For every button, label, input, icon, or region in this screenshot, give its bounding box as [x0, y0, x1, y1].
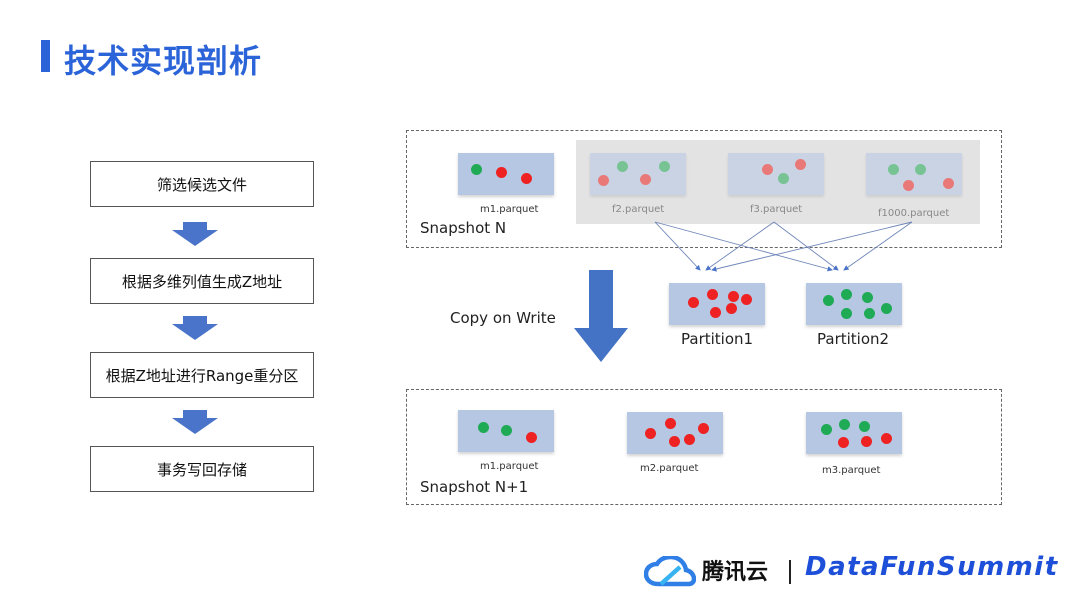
down-arrow-icon: [172, 410, 218, 434]
big-down-arrow-icon: [574, 270, 628, 362]
file-name: m1.parquet: [480, 461, 539, 472]
red-dot: [710, 307, 721, 318]
green-dot: [841, 289, 852, 300]
red-dot: [526, 432, 537, 443]
tencent-cloud-wordmark: 腾讯云: [702, 560, 769, 585]
datafun-summit-logo: DataFunSummit: [805, 552, 1059, 582]
green-dot: [841, 308, 852, 319]
green-dot: [881, 303, 892, 314]
step-range-repartition: 根据Z地址进行Range重分区: [90, 352, 314, 398]
green-dot: [501, 425, 512, 436]
red-dot: [645, 428, 656, 439]
red-dot: [838, 437, 849, 448]
file-m2: [627, 412, 723, 454]
red-dot: [684, 434, 695, 445]
red-dot: [762, 164, 773, 175]
file-m1-new: [458, 410, 554, 452]
red-dot: [741, 294, 752, 305]
partition2-label: Partition2: [817, 330, 890, 348]
green-dot: [778, 173, 789, 184]
red-dot: [861, 436, 872, 447]
green-dot: [823, 295, 834, 306]
step-transaction-write-back: 事务写回存储: [90, 446, 314, 492]
page-title: 技术实现剖析: [64, 42, 263, 80]
partition1-label: Partition1: [681, 330, 754, 348]
title-accent-bar: [41, 40, 50, 72]
file-name: m1.parquet: [480, 204, 539, 215]
file-name: m2.parquet: [640, 463, 699, 474]
green-dot: [859, 421, 870, 432]
file-f3: [728, 153, 824, 195]
green-dot: [659, 161, 670, 172]
file-m1: [458, 153, 554, 195]
partition1-box: [669, 283, 765, 325]
file-name: f2.parquet: [612, 204, 665, 215]
red-dot: [903, 180, 914, 191]
green-dot: [915, 164, 926, 175]
green-dot: [617, 161, 628, 172]
red-dot: [707, 289, 718, 300]
red-dot: [943, 178, 954, 189]
file-name: m3.parquet: [822, 465, 881, 476]
red-dot: [598, 175, 609, 186]
green-dot: [471, 164, 482, 175]
partition2-box: [806, 283, 902, 325]
step-filter-candidates: 筛选候选文件: [90, 161, 314, 207]
red-dot: [669, 436, 680, 447]
tencent-cloud-logo-icon: [644, 556, 696, 587]
copy-on-write-label: Copy on Write: [450, 309, 556, 327]
file-name: f1000.parquet: [878, 208, 950, 219]
down-arrow-icon: [172, 222, 218, 246]
green-dot: [839, 419, 850, 430]
red-dot: [496, 167, 507, 178]
step-generate-z-address: 根据多维列值生成Z地址: [90, 258, 314, 304]
red-dot: [521, 173, 532, 184]
red-dot: [881, 433, 892, 444]
snapshot-n1-label: Snapshot N+1: [420, 478, 529, 496]
red-dot: [688, 297, 699, 308]
green-dot: [821, 424, 832, 435]
red-dot: [726, 303, 737, 314]
file-f1000: [866, 153, 962, 195]
file-name: f3.parquet: [750, 204, 803, 215]
green-dot: [862, 292, 873, 303]
red-dot: [795, 159, 806, 170]
snapshot-n1-container: [406, 389, 1002, 505]
red-dot: [665, 418, 676, 429]
snapshot-n-label: Snapshot N: [420, 219, 507, 237]
down-arrow-icon: [172, 316, 218, 340]
red-dot: [698, 423, 709, 434]
footer-separator: [789, 560, 791, 584]
green-dot: [864, 308, 875, 319]
green-dot: [478, 422, 489, 433]
red-dot: [728, 291, 739, 302]
red-dot: [640, 174, 651, 185]
green-dot: [888, 164, 899, 175]
file-f2: [590, 153, 686, 195]
file-m3: [806, 412, 902, 454]
